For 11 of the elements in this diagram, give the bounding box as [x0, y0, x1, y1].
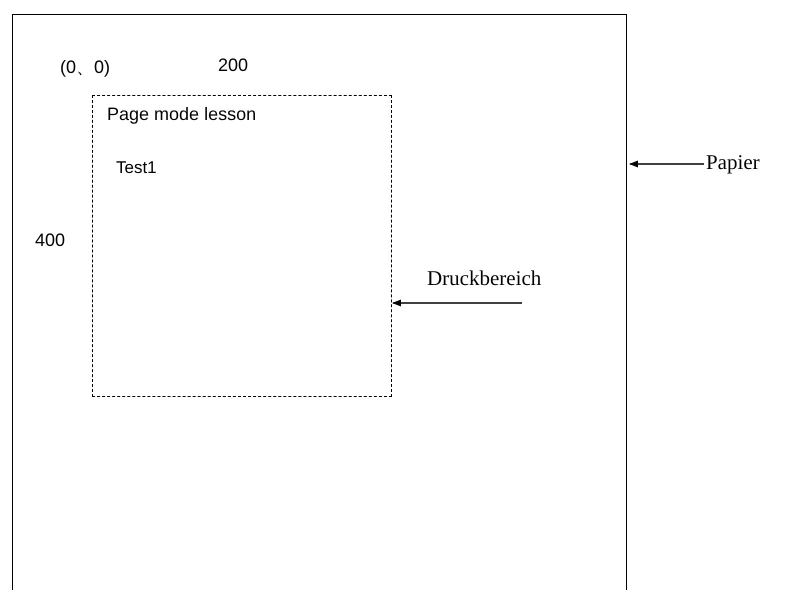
callout-label: Druckbereich	[427, 266, 542, 291]
print-area	[92, 95, 392, 397]
origin-coordinate: (0、0)	[60, 56, 110, 79]
arrow	[629, 160, 704, 168]
heading-text: Page mode lesson	[107, 104, 256, 125]
coordinate-value: 200	[218, 55, 248, 76]
arrow	[392, 299, 522, 307]
body-text: Test1	[116, 158, 157, 178]
coordinate-value: 400	[35, 230, 66, 251]
paper-sheet	[12, 14, 627, 590]
callout-label: Papier	[706, 150, 760, 175]
